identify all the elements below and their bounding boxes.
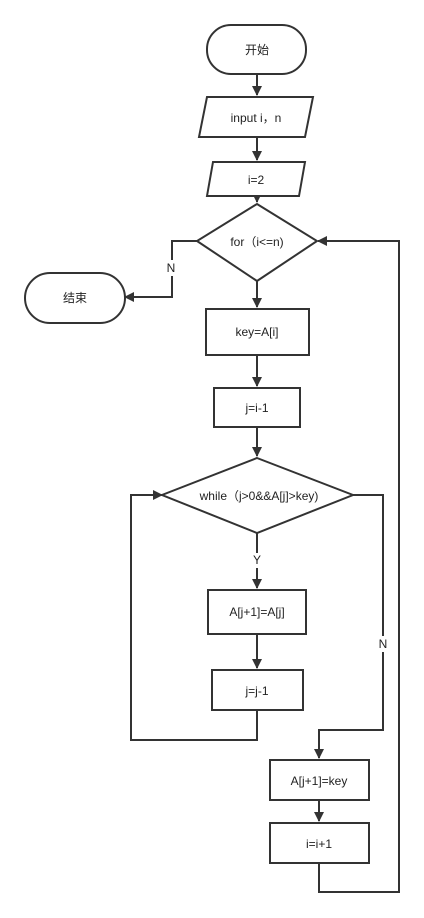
node-insert: A[j+1]=key bbox=[269, 759, 370, 801]
node-end: 结束 bbox=[24, 272, 126, 324]
input-label: input i，n bbox=[231, 111, 282, 125]
node-shift: A[j+1]=A[j] bbox=[207, 589, 307, 635]
j-dec-label: j=j-1 bbox=[244, 684, 268, 698]
node-j-dec: j=j-1 bbox=[211, 669, 304, 711]
while-cond-label: while（j>0&&A[j]>key) bbox=[199, 489, 319, 503]
edge-for-end bbox=[124, 240, 197, 302]
init-i-label: i=2 bbox=[248, 173, 265, 187]
node-start: 开始 bbox=[206, 24, 307, 75]
j-assign-label: j=i-1 bbox=[244, 401, 268, 415]
node-i-inc: i=i+1 bbox=[269, 822, 370, 864]
edges bbox=[124, 74, 400, 893]
edge-while-insert bbox=[314, 494, 384, 759]
i-inc-label: i=i+1 bbox=[306, 837, 332, 851]
node-while-decision: while（j>0&&A[j]>key) bbox=[159, 456, 356, 535]
shift-label: A[j+1]=A[j] bbox=[229, 605, 284, 619]
node-init-i: i=2 bbox=[205, 161, 307, 197]
while-no-label: N bbox=[379, 637, 388, 651]
for-no-label: N bbox=[167, 261, 176, 275]
node-input: input i，n bbox=[197, 96, 315, 138]
key-assign-label: key=A[i] bbox=[235, 325, 278, 339]
insert-label: A[j+1]=key bbox=[291, 774, 348, 788]
edge-jdec-while-loop bbox=[130, 490, 258, 741]
edge-labels: N Y N bbox=[164, 260, 390, 652]
node-for-decision: for（i<=n) bbox=[195, 202, 319, 283]
start-label: 开始 bbox=[245, 43, 269, 57]
node-key-assign: key=A[i] bbox=[205, 308, 310, 356]
end-label: 结束 bbox=[63, 291, 87, 305]
for-cond-label: for（i<=n) bbox=[230, 235, 283, 249]
edge-iinc-for-loop bbox=[317, 236, 400, 893]
node-j-assign: j=i-1 bbox=[213, 387, 301, 428]
while-yes-label: Y bbox=[253, 553, 261, 567]
